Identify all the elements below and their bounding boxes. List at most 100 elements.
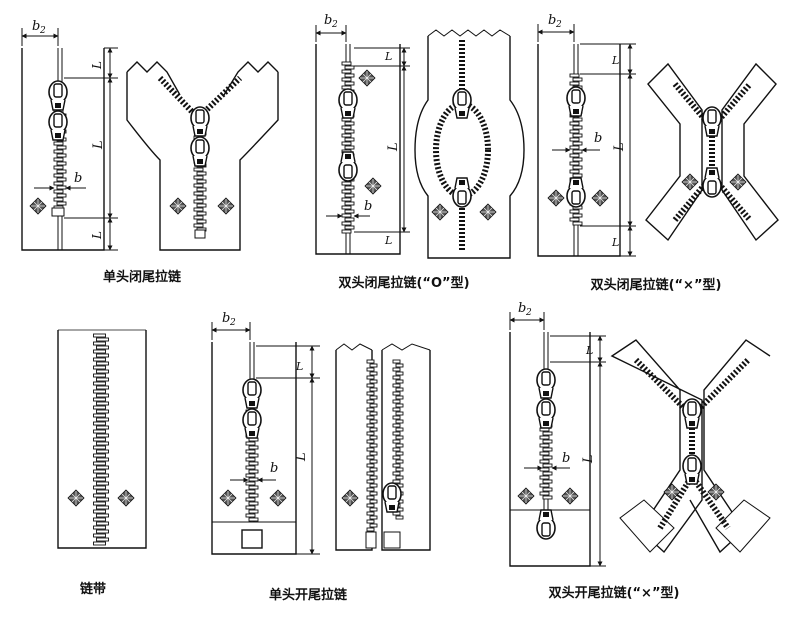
zipper-tooth: [395, 403, 404, 408]
zipper-teeth: [341, 61, 355, 234]
panel-double-closed-o: b 2 L L L b: [315, 13, 525, 259]
zipper-tooth: [96, 513, 109, 518]
zipper-tooth: [93, 365, 106, 370]
zipper-tooth: [96, 337, 109, 342]
panel-single-closed: b 2 L L L b: [21, 19, 279, 251]
zipper-tooth: [366, 511, 375, 516]
zipper-tooth: [395, 427, 404, 432]
zipper-tooth: [344, 145, 355, 150]
zipper-tooth: [93, 357, 106, 362]
zipper-tooth: [366, 375, 375, 380]
zipper-tooth: [196, 187, 207, 192]
zipper-tooth: [569, 81, 580, 86]
dim-b2-p2: b 2: [315, 13, 347, 42]
zipper-tooth: [366, 487, 375, 492]
zipper-tooth: [572, 133, 583, 138]
dim-label-L: L: [294, 452, 309, 462]
double-open-x-straight: [509, 332, 591, 567]
zipper-tooth: [93, 333, 106, 338]
dim-sub-b2: 2: [39, 26, 46, 36]
dim-label-b1: b: [594, 131, 602, 146]
zipper-tooth: [96, 361, 109, 366]
zipper-tooth: [245, 497, 256, 502]
zipper-tooth: [196, 219, 207, 224]
zipper-tooth: [395, 443, 404, 448]
zipper-tooth: [93, 421, 106, 426]
zipper-tooth: [341, 221, 352, 226]
dim-label-b1: b: [562, 451, 570, 466]
zipper-tooth: [395, 411, 404, 416]
zipper-tooth: [542, 447, 553, 452]
dim-label-b2: b: [222, 311, 230, 326]
zipper-tooth: [369, 507, 378, 512]
zipper-tooth: [56, 161, 67, 166]
zipper-tooth: [572, 125, 583, 130]
zipper-tooth: [366, 439, 375, 444]
zipper-tooth: [245, 489, 256, 494]
zipper-tooth: [369, 467, 378, 472]
dim-label-L1: L: [90, 61, 104, 70]
zipper-tooth: [56, 177, 67, 182]
zipper-tooth: [366, 479, 375, 484]
zipper-tooth: [93, 349, 106, 354]
zipper-tooth: [369, 435, 378, 440]
dim-b1-p2: b: [326, 199, 372, 219]
zipper-tooth: [369, 499, 378, 504]
zipper-tooth: [93, 413, 106, 418]
zipper-tooth: [369, 459, 378, 464]
zipper-tooth: [569, 73, 580, 78]
dim-label-b2: b: [324, 13, 332, 28]
zipper-tooth: [572, 221, 583, 226]
zipper-tooth: [196, 211, 207, 216]
zipper-tooth: [341, 197, 352, 202]
zipper-tooth: [248, 509, 259, 514]
zipper-tooth: [366, 383, 375, 388]
zipper-tooth: [96, 465, 109, 470]
zipper-tooth: [245, 441, 256, 446]
zipper-tooth: [369, 475, 378, 480]
double-closed-o-open: [414, 29, 525, 259]
zipper-tooth: [392, 391, 401, 396]
zipper-tooth: [53, 189, 64, 194]
zipper-tooth: [366, 519, 375, 524]
dim-sub-b2: 2: [331, 20, 338, 30]
zipper-tooth: [193, 183, 204, 188]
zipper-teeth: [93, 333, 109, 546]
zipper-tooth: [569, 169, 580, 174]
dim-L-p5: L L: [256, 345, 320, 555]
zipper-tooth: [93, 405, 106, 410]
dim-L-p3: L L L: [580, 43, 636, 257]
dim-label-L1: L: [611, 54, 619, 67]
single-closed-y: [126, 61, 279, 251]
zipper-tooth: [572, 149, 583, 154]
dim-L-p2: L L L: [354, 47, 410, 247]
zipper-tooth: [341, 229, 352, 234]
zipper-tooth: [96, 425, 109, 430]
zipper-tooth: [395, 467, 404, 472]
zipper-tooth: [96, 473, 109, 478]
zipper-tooth: [369, 523, 378, 528]
zipper-tooth: [366, 447, 375, 452]
zipper-tooth: [193, 167, 204, 172]
zipper-tooth: [341, 189, 352, 194]
zipper-tooth: [53, 157, 64, 162]
zipper-tooth: [542, 431, 553, 436]
zipper-tooth: [366, 407, 375, 412]
zipper-tooth: [341, 181, 352, 186]
zipper-tooth: [392, 407, 401, 412]
caption-tape: 链带: [79, 582, 107, 597]
zipper-tooth: [53, 165, 64, 170]
dim-sub-b2: 2: [555, 20, 562, 30]
zipper-tooth: [569, 209, 580, 214]
zipper-tooth: [344, 209, 355, 214]
zipper-tooth: [96, 449, 109, 454]
dim-label-L1: L: [585, 344, 593, 357]
zipper-tooth: [53, 149, 64, 154]
caption-double-open-x: 双头开尾拉链(“×”型): [548, 586, 680, 601]
zipper-tooth: [539, 435, 550, 440]
zipper-tooth: [542, 487, 553, 492]
zipper-tooth: [193, 191, 204, 196]
zipper-tooth: [395, 475, 404, 480]
zipper-tooth: [93, 477, 106, 482]
dim-label-L2: L: [90, 231, 104, 240]
